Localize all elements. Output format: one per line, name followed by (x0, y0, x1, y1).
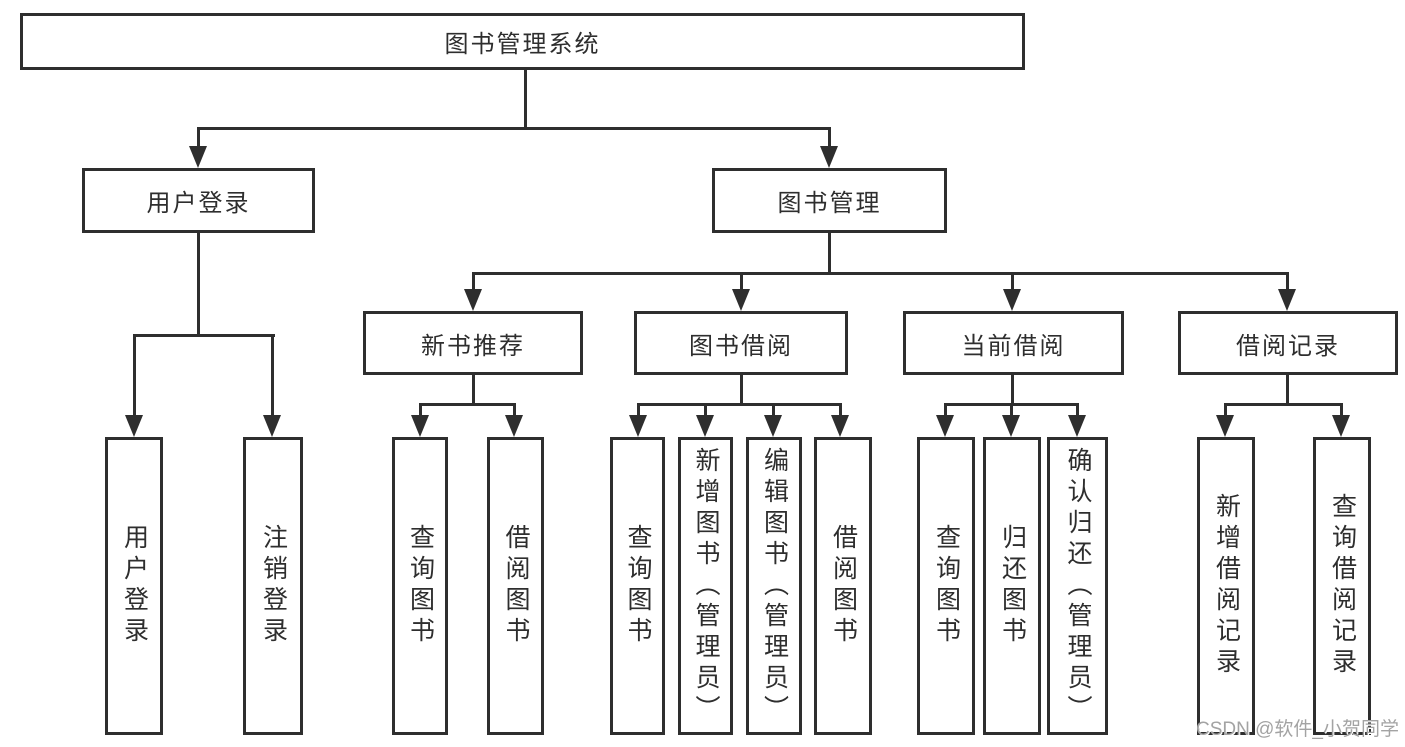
connector-line (740, 375, 743, 406)
leaf-bh-query-record-label: 查询借阅记录 (1328, 493, 1357, 679)
watermark: CSDN @软件_小贺同学 (1196, 719, 1399, 740)
arrowhead-icon (831, 415, 849, 437)
node-book-borrow: 图书借阅 (634, 311, 848, 375)
connector-line (419, 403, 422, 418)
connector-line (1011, 272, 1014, 292)
arrowhead-icon (1216, 415, 1234, 437)
leaf-cb-confirm-return-label: 确认归还（管理员） (1064, 446, 1092, 726)
arrowhead-icon (1002, 415, 1020, 437)
node-root-label: 图书管理系统 (444, 31, 601, 58)
node-book-borrow-label: 图书借阅 (689, 332, 793, 360)
connector-line (704, 403, 707, 418)
connector-line (197, 127, 831, 130)
leaf-bb-edit-book: 编辑图书（管理员） (746, 437, 802, 735)
leaf-rec-query-book-label: 查询图书 (406, 524, 435, 648)
node-book-management-label: 图书管理 (777, 190, 882, 217)
connector-line (133, 334, 136, 422)
leaf-bb-edit-book-label: 编辑图书（管理员） (760, 446, 789, 726)
leaf-bb-add-book-label: 新增图书（管理员） (692, 446, 720, 726)
leaf-rec-borrow-book-label: 借阅图书 (502, 524, 530, 648)
arrowhead-icon (1332, 415, 1350, 437)
connector-line (1224, 403, 1227, 418)
connector-line (740, 272, 743, 292)
leaf-user-login: 用户登录 (105, 437, 163, 735)
leaf-rec-query-book: 查询图书 (392, 437, 448, 735)
connector-line (1076, 403, 1079, 418)
arrowhead-icon (732, 289, 750, 311)
connector-line (197, 233, 200, 336)
leaf-cb-return-book: 归还图书 (983, 437, 1041, 735)
connector-line (1011, 375, 1014, 406)
leaf-cb-return-book-label: 归还图书 (998, 524, 1027, 648)
leaf-bb-query-book-label: 查询图书 (624, 524, 652, 648)
node-borrow-history: 借阅记录 (1178, 311, 1398, 375)
node-new-book-recommend-label: 新书推荐 (421, 332, 525, 360)
connector-line (839, 403, 842, 418)
connector-line (472, 272, 475, 292)
leaf-cb-query-book: 查询图书 (917, 437, 975, 735)
connector-line (637, 403, 842, 406)
node-new-book-recommend: 新书推荐 (363, 311, 583, 375)
leaf-bb-add-book: 新增图书（管理员） (678, 437, 733, 735)
leaf-bh-query-record: 查询借阅记录 (1313, 437, 1371, 735)
arrowhead-icon (411, 415, 429, 437)
leaf-logout-label: 注销登录 (259, 524, 288, 648)
leaf-bb-query-book: 查询图书 (610, 437, 665, 735)
arrowhead-icon (464, 289, 482, 311)
leaf-bb-borrow-book-label: 借阅图书 (829, 524, 858, 648)
connector-line (419, 403, 516, 406)
node-book-management: 图书管理 (712, 168, 947, 233)
connector-line (1340, 403, 1343, 418)
leaf-bh-add-record: 新增借阅记录 (1197, 437, 1255, 735)
connector-line (524, 70, 527, 129)
connector-line (1010, 403, 1013, 418)
arrowhead-icon (764, 415, 782, 437)
arrowhead-icon (125, 415, 143, 437)
arrowhead-icon (936, 415, 954, 437)
node-current-borrow: 当前借阅 (903, 311, 1124, 375)
connector-line (197, 127, 200, 151)
connector-line (828, 127, 831, 151)
arrowhead-icon (696, 415, 714, 437)
node-root: 图书管理系统 (20, 13, 1025, 70)
connector-line (1224, 403, 1342, 406)
arrowhead-icon (629, 415, 647, 437)
leaf-logout: 注销登录 (243, 437, 303, 735)
arrowhead-icon (1278, 289, 1296, 311)
connector-line (513, 403, 516, 418)
connector-line (133, 334, 275, 337)
leaf-user-login-label: 用户登录 (120, 524, 149, 648)
connector-line (772, 403, 775, 418)
arrowhead-icon (505, 415, 523, 437)
connector-line (1286, 375, 1289, 406)
node-user-login-label: 用户登录 (146, 190, 251, 217)
connector-line (944, 403, 947, 418)
connector-line (271, 334, 274, 422)
connector-line (1286, 272, 1289, 292)
connector-line (472, 375, 475, 406)
node-user-login: 用户登录 (82, 168, 315, 233)
node-borrow-history-label: 借阅记录 (1236, 332, 1340, 360)
arrowhead-icon (263, 415, 281, 437)
leaf-bh-add-record-label: 新增借阅记录 (1212, 493, 1241, 679)
connector-line (637, 403, 640, 418)
arrowhead-icon (820, 146, 838, 168)
node-current-borrow-label: 当前借阅 (961, 332, 1066, 360)
leaf-bb-borrow-book: 借阅图书 (814, 437, 872, 735)
leaf-cb-query-book-label: 查询图书 (932, 524, 961, 648)
connector-line (472, 272, 1289, 275)
leaf-rec-borrow-book: 借阅图书 (487, 437, 544, 735)
arrowhead-icon (1068, 415, 1086, 437)
arrowhead-icon (1003, 289, 1021, 311)
leaf-cb-confirm-return: 确认归还（管理员） (1047, 437, 1108, 735)
connector-line (828, 233, 831, 274)
arrowhead-icon (189, 146, 207, 168)
